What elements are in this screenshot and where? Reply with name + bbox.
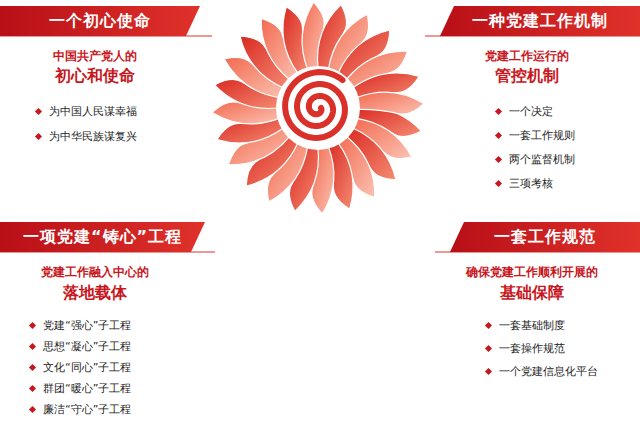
subtitle-line: 党建工作运行的 [485,48,569,65]
bullet-item: 党建“强心”子工程 [30,318,131,333]
header-text: 一个初心使命 [49,11,151,32]
bullet-item: 为中华民族谋复兴 [36,129,137,144]
bullet-text: 两个监督机制 [509,152,575,167]
bullet-item: 文化“同心”子工程 [30,360,131,375]
bullet-diamond [35,133,42,140]
bullet-diamond [485,322,492,329]
bullet-item: 三项考核 [496,176,553,191]
bullet-item: 一套操作规范 [486,341,565,356]
subtitle-emphasis: 初心和使命 [55,66,135,87]
sunburst [212,2,424,214]
bullet-diamond [495,156,502,163]
bullet-diamond [29,343,36,350]
bullet-item: 群团“暖心”子工程 [30,381,131,396]
bullet-item: 一套基础制度 [486,318,565,333]
bullet-text: 为中华民族谋复兴 [49,129,137,144]
bullet-text: 一套操作规范 [499,341,565,356]
subtitle-emphasis: 落地载体 [63,283,127,304]
bullet-item: 一个决定 [496,104,553,119]
header-banner: 一个初心使命 [0,6,200,36]
header-text: 一种党建工作机制 [472,11,608,32]
bullet-diamond [495,108,502,115]
bullet-text: 思想“凝心”子工程 [43,339,131,354]
bullet-text: 群团“暖心”子工程 [43,381,131,396]
bullet-diamond [29,364,36,371]
bullet-text: 一套基础制度 [499,318,565,333]
bullet-diamond [29,406,36,413]
bullet-text: 为中国人民谋幸福 [49,104,137,119]
bullet-diamond [495,180,502,187]
bullet-diamond [29,385,36,392]
bullet-diamond [485,368,492,375]
bullet-text: 一个决定 [509,104,553,119]
bullet-item: 两个监督机制 [496,152,575,167]
bullet-item: 思想“凝心”子工程 [30,339,131,354]
subtitle-emphasis: 基础保障 [500,283,564,304]
header-banner: 一套工作规范 [450,222,640,252]
bullet-item: 一个党建信息化平台 [486,364,598,379]
bullet-text: 一个党建信息化平台 [499,364,598,379]
subtitle-line: 党建工作融入中心的 [41,264,149,281]
subtitle-line: 确保党建工作顺利开展的 [466,264,598,281]
bullet-diamond [495,132,502,139]
center-disc [276,66,360,150]
subtitle-emphasis: 管控机制 [495,66,559,87]
bullet-text: 廉洁“守心”子工程 [43,402,131,417]
petal [357,92,424,114]
bullet-item: 廉洁“守心”子工程 [30,402,131,417]
header-text: 一套工作规范 [494,227,596,248]
center-spiral [285,72,345,138]
bullet-text: 文化“同心”子工程 [43,360,131,375]
bullet-diamond [485,345,492,352]
header-banner: 一种党建工作机制 [440,6,640,36]
bullet-diamond [35,108,42,115]
bullet-text: 三项考核 [509,176,553,191]
bullet-text: 党建“强心”子工程 [43,318,131,333]
bullet-item: 为中国人民谋幸福 [36,104,137,119]
bullet-diamond [29,322,36,329]
subtitle-line: 中国共产党人的 [53,48,137,65]
bullet-text: 一套工作规则 [509,128,575,143]
header-banner: 一项党建“铸心”工程 [0,222,205,252]
header-text: 一项党建“铸心”工程 [23,227,182,248]
bullet-item: 一套工作规则 [496,128,575,143]
